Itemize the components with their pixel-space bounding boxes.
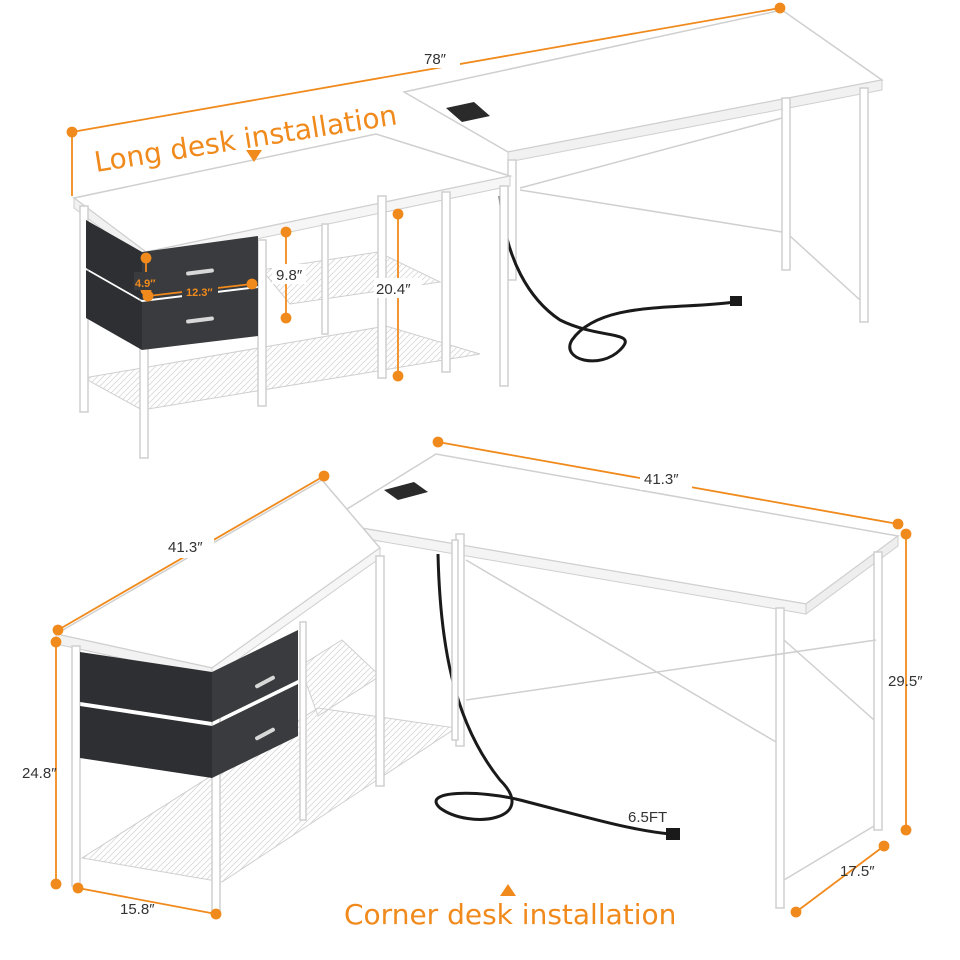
dim-main-depth-label: 17.5″ [840, 863, 875, 880]
corner-desk-mesh-shelf-middle [299, 639, 381, 717]
up-arrow-icon [500, 884, 516, 896]
dim-main-width-label: 41.3″ [644, 471, 679, 488]
dim-side-width-label: 41.3″ [168, 539, 203, 556]
long-desk-illustration: 78″ 4.9″ 12.3″ 9.8″ 20.4″ Long desk inst… [66, 2, 884, 459]
corner-desk-illustration: 41.3″ 41.3″ 29.5″ 24.8″ 15.8″ 17.5″ 6.5F… [22, 436, 923, 931]
power-cord-corner [434, 553, 671, 836]
dim-cord-length-label: 6.5FT [628, 809, 667, 826]
dim-desk-height-label: 29.5″ [888, 673, 923, 690]
down-arrow-icon [246, 150, 262, 162]
corner-drawer-handle-lower [255, 727, 275, 741]
corner-desk-title: Corner desk installation [344, 898, 676, 931]
power-cord [498, 195, 736, 363]
dim-shelf-gap-label: 9.8″ [276, 267, 303, 284]
dim-drawer-height-label: 4.9″ [135, 278, 156, 290]
drawer-handle-lower [186, 316, 214, 324]
corner-desk-drawers [80, 630, 298, 778]
power-outlet-strip-corner [384, 482, 428, 500]
long-desk-main-frame [507, 87, 869, 323]
drawer-handle-upper [186, 268, 214, 276]
corner-drawer-handle-upper [255, 675, 275, 689]
dim-drawer-width-label: 12.3″ [186, 287, 213, 299]
dim-total-width-label: 78″ [424, 51, 447, 68]
corner-desk-side-top [53, 479, 382, 669]
corner-drawer-lower [212, 684, 298, 778]
corner-drawer-upper [212, 630, 298, 722]
corner-desk-main-top [323, 453, 900, 605]
dim-side-storage-height-label: 24.8″ [22, 765, 57, 782]
dim-storage-height-label: 20.4″ [376, 281, 411, 298]
dim-side-depth-label: 15.8″ [120, 901, 155, 918]
